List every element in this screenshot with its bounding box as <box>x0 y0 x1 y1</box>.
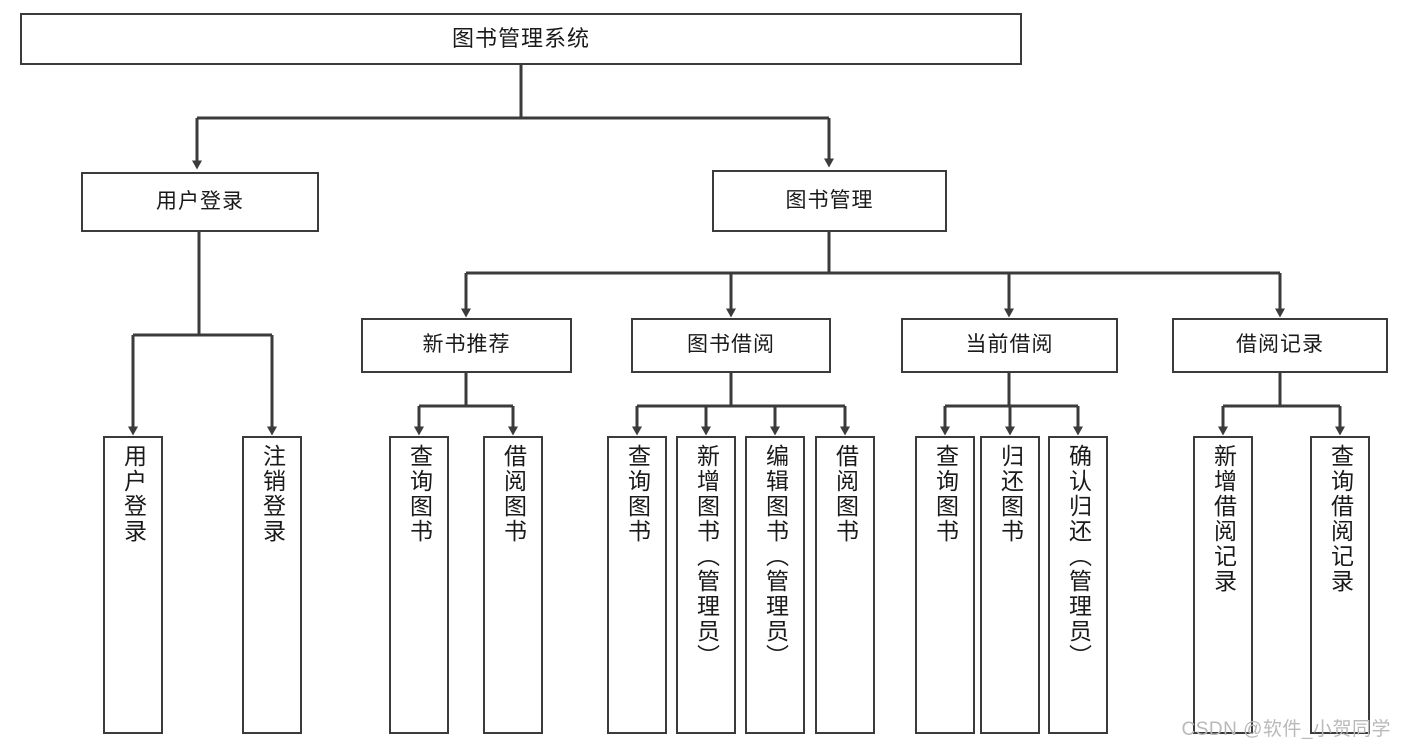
leaf-label: 新增图书（管理员） <box>693 444 720 669</box>
leaf-label: 借阅图书 <box>832 444 859 544</box>
leaf-label: 借阅图书 <box>500 444 527 544</box>
leaf-book-borrow-query[interactable]: 查询图书 <box>607 436 667 734</box>
node-borrow-record[interactable]: 借阅记录 <box>1172 318 1388 373</box>
node-book-borrow-label: 图书借阅 <box>687 333 775 357</box>
leaf-label: 查询图书 <box>932 444 959 544</box>
leaf-current-borrow-return[interactable]: 归还图书 <box>980 436 1040 734</box>
leaf-label: 归还图书 <box>997 444 1024 544</box>
watermark: CSDN @软件_小贺同学 <box>1181 719 1391 740</box>
node-current-borrow[interactable]: 当前借阅 <box>901 318 1118 373</box>
node-new-book-recommend-label: 新书推荐 <box>422 333 511 357</box>
node-root-label: 图书管理系统 <box>451 26 590 52</box>
leaf-label: 新增借阅记录 <box>1210 444 1237 594</box>
leaf-label: 编辑图书（管理员） <box>762 444 789 669</box>
leaf-label: 查询图书 <box>406 444 433 544</box>
leaf-label: 确认归还（管理员） <box>1065 444 1092 669</box>
leaf-label: 查询借阅记录 <box>1327 444 1354 594</box>
leaf-user-login-signout[interactable]: 注销登录 <box>242 436 302 734</box>
leaf-book-borrow-borrow[interactable]: 借阅图书 <box>815 436 875 734</box>
leaf-current-borrow-query[interactable]: 查询图书 <box>915 436 975 734</box>
leaf-label: 查询图书 <box>624 444 651 544</box>
node-book-management[interactable]: 图书管理 <box>712 170 947 232</box>
leaf-new-book-query[interactable]: 查询图书 <box>389 436 449 734</box>
leaf-book-borrow-edit[interactable]: 编辑图书（管理员） <box>745 436 805 734</box>
leaf-book-borrow-add[interactable]: 新增图书（管理员） <box>676 436 736 734</box>
node-user-login-label: 用户登录 <box>156 189 244 213</box>
node-new-book-recommend[interactable]: 新书推荐 <box>361 318 572 373</box>
node-book-management-label: 图书管理 <box>785 188 874 212</box>
node-root[interactable]: 图书管理系统 <box>20 13 1022 65</box>
node-user-login[interactable]: 用户登录 <box>81 172 319 232</box>
node-book-borrow[interactable]: 图书借阅 <box>631 318 831 373</box>
leaf-current-borrow-confirm[interactable]: 确认归还（管理员） <box>1048 436 1108 734</box>
leaf-new-book-borrow[interactable]: 借阅图书 <box>483 436 543 734</box>
leaf-borrow-record-add[interactable]: 新增借阅记录 <box>1193 436 1253 734</box>
leaf-user-login-signin[interactable]: 用户登录 <box>103 436 163 734</box>
node-current-borrow-label: 当前借阅 <box>965 333 1054 357</box>
leaf-label: 注销登录 <box>259 444 286 544</box>
node-borrow-record-label: 借阅记录 <box>1236 333 1324 357</box>
leaf-borrow-record-query[interactable]: 查询借阅记录 <box>1310 436 1370 734</box>
leaf-label: 用户登录 <box>120 444 147 544</box>
